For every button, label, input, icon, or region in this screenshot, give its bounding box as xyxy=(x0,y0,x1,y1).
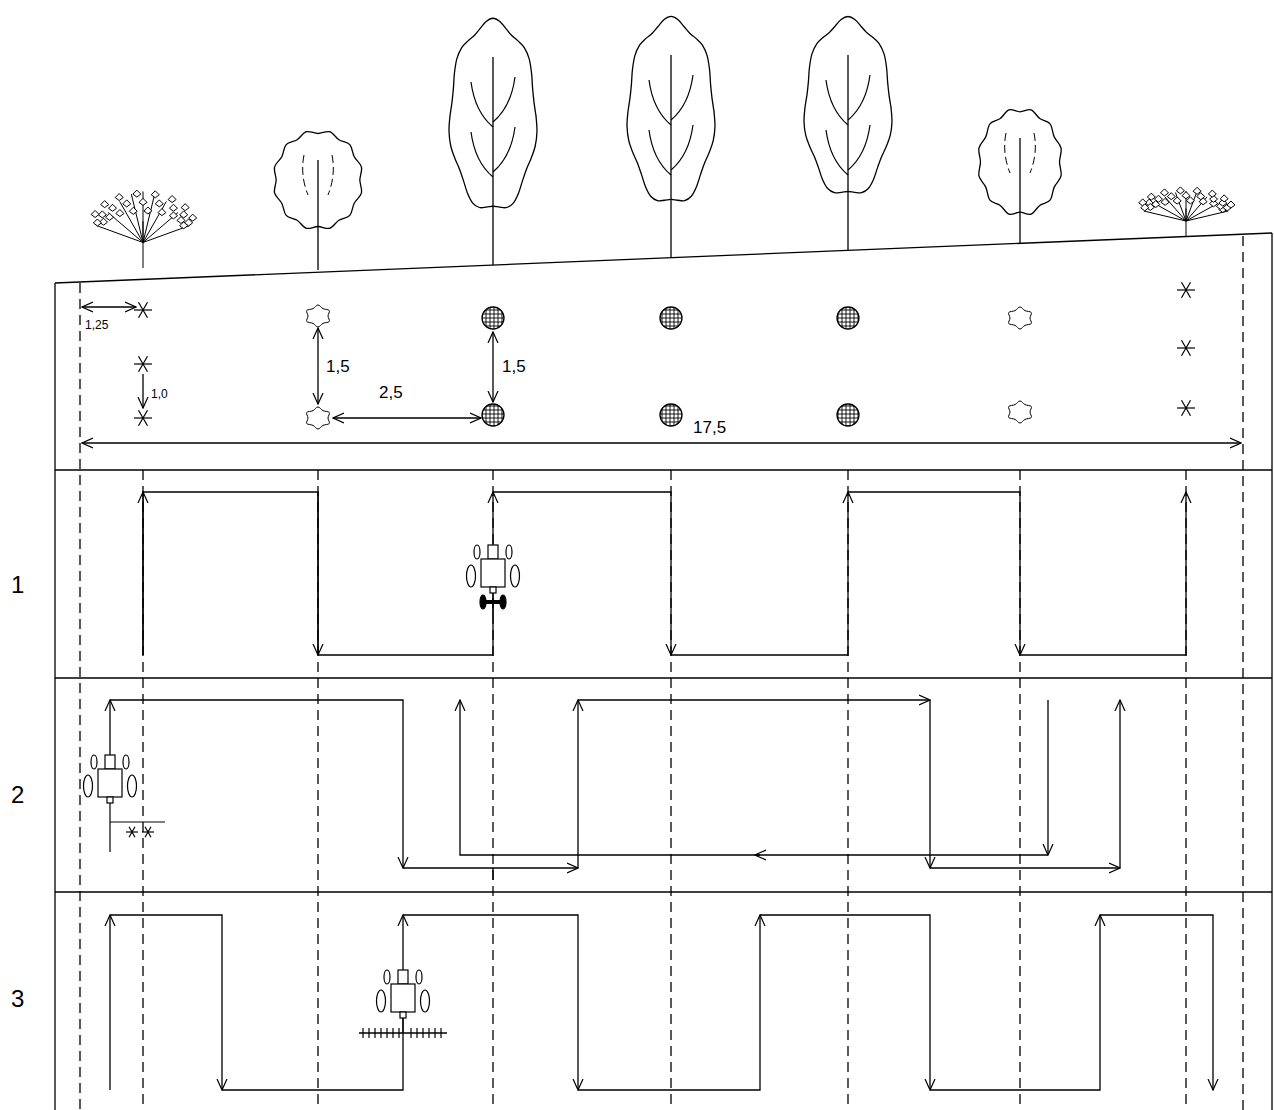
route-arrow xyxy=(493,492,671,655)
dimension-label: 2,5 xyxy=(378,384,404,403)
tree-symbol xyxy=(307,407,330,429)
tractor-icon xyxy=(84,755,166,852)
route-arrow xyxy=(848,492,1020,655)
route-arrow xyxy=(403,867,578,868)
route-arrow xyxy=(109,915,110,1090)
row-number: 2 xyxy=(10,782,25,808)
route-arrow xyxy=(403,915,578,1090)
main-tree-symbol xyxy=(482,404,504,426)
shrub-symbol xyxy=(1177,400,1195,416)
dimension-line xyxy=(492,332,493,402)
route-path xyxy=(492,868,493,880)
tall-tree xyxy=(804,17,892,251)
row-number: 1 xyxy=(10,572,25,598)
dimension-line xyxy=(317,328,318,404)
dimension-line xyxy=(333,417,481,418)
route-arrow xyxy=(578,699,930,700)
round-tree xyxy=(979,110,1061,243)
guide-line xyxy=(1242,236,1243,1110)
route-arrow xyxy=(460,700,760,855)
shrub-symbol xyxy=(134,356,152,372)
tree-symbol xyxy=(1009,401,1032,423)
shrub-symbol xyxy=(134,410,152,426)
tall-tree xyxy=(627,16,715,258)
shrub-symbol xyxy=(1177,340,1195,356)
round-tree xyxy=(274,131,361,270)
frame-line xyxy=(1271,233,1272,1110)
row-number: 3 xyxy=(10,986,25,1012)
route-arrow xyxy=(578,915,760,1090)
route-arrow xyxy=(318,492,493,655)
route-arrow xyxy=(109,700,110,760)
guide-line xyxy=(142,470,143,1110)
dimension-line xyxy=(82,442,1241,443)
dimension-line xyxy=(142,374,143,408)
tractor-icon xyxy=(359,970,447,1038)
main-tree-symbol xyxy=(482,307,504,329)
frame-line xyxy=(55,469,1272,470)
route-arrow xyxy=(760,915,930,1090)
route-arrow xyxy=(930,867,1120,868)
route-arrow xyxy=(755,854,1048,855)
route-arrow xyxy=(1047,700,1048,855)
dimension-label: 1,5 xyxy=(325,358,351,377)
guide-line xyxy=(317,470,318,1110)
dimension-line xyxy=(82,306,136,307)
route-arrow xyxy=(1119,700,1120,868)
route-arrow xyxy=(110,915,222,1090)
shrub xyxy=(1139,187,1235,236)
route-arrow xyxy=(142,492,143,655)
route-arrow xyxy=(110,700,403,868)
dimension-label: 17,5 xyxy=(692,419,727,438)
route-arrow xyxy=(671,492,848,655)
route-path xyxy=(143,492,318,655)
route-arrow xyxy=(1020,492,1186,655)
guide-line xyxy=(79,283,80,1110)
shrub xyxy=(91,190,197,268)
shrub-symbol xyxy=(134,302,152,318)
dimension-label: 1,5 xyxy=(501,358,527,377)
route-arrow xyxy=(577,700,578,868)
tree-symbol xyxy=(307,305,330,327)
shrub-symbol xyxy=(1177,282,1195,298)
frame-line xyxy=(55,891,1272,892)
dimension-label: 1,25 xyxy=(84,319,109,332)
tractor-icon xyxy=(467,545,520,614)
main-tree-symbol xyxy=(837,307,859,329)
route-arrow xyxy=(1100,915,1213,1090)
ground-line xyxy=(55,233,1272,283)
frame-line xyxy=(54,283,55,1110)
frame-line xyxy=(55,677,1272,678)
main-tree-symbol xyxy=(660,404,682,426)
main-tree-symbol xyxy=(660,307,682,329)
tree-symbol xyxy=(1009,307,1032,329)
route-arrow xyxy=(929,700,930,868)
main-tree-symbol xyxy=(837,404,859,426)
route-arrow xyxy=(317,492,318,655)
route-arrow xyxy=(930,915,1100,1090)
route-arrow xyxy=(222,915,403,1090)
dimension-label: 1,0 xyxy=(150,388,169,401)
tall-tree xyxy=(449,18,537,265)
